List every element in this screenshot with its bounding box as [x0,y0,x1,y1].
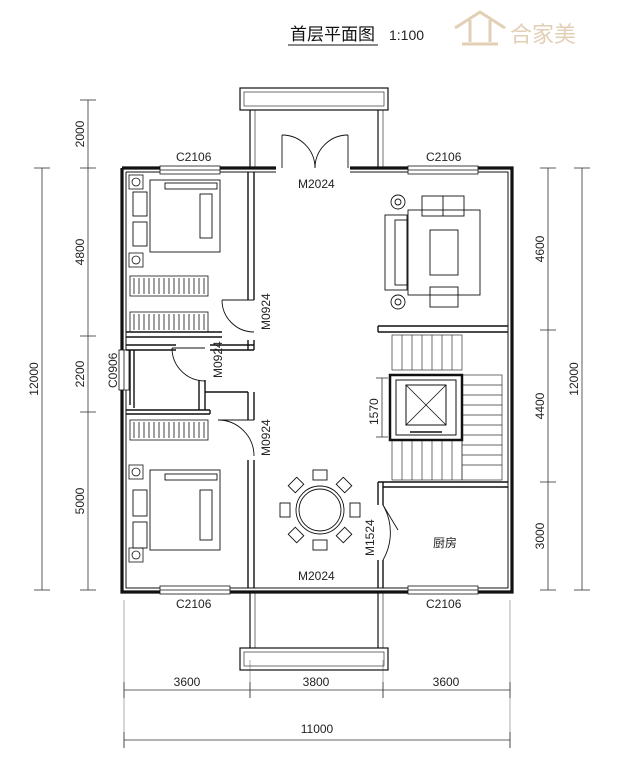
dim-bottom-1: 3600 [174,675,201,689]
door-label-bed2: M0924 [259,419,273,456]
elevator-dimension-label: 1570 [367,398,381,425]
dim-left-total: 12000 [27,362,41,396]
door-label-kitchen: M1524 [363,519,377,556]
doors [171,134,399,593]
dim-left-2: 4800 [73,238,87,265]
dining-table-icon [279,469,361,551]
nightstand-icon [128,174,144,268]
window-label-bottom-left: C2106 [176,597,212,611]
dim-bottom-total: 11000 [301,722,334,736]
door-labels: M2024 M2024 M0924 M0924 M0924 M1524 [211,177,377,583]
dimension-labels: 2000 4800 2200 5000 12000 4600 4400 3000… [27,120,581,736]
staircase [391,334,503,481]
title-block: 首层平面图 1:100 [288,25,424,46]
window-label-side: C0906 [106,352,120,388]
dim-bottom-3: 3600 [433,675,460,689]
house-logo-icon [454,10,506,46]
dim-left-4: 5000 [73,487,87,514]
door-label-bath: M0924 [211,341,225,378]
window-label-top-left: C2106 [176,150,212,164]
door-label-bed1: M0924 [259,293,273,330]
elevator-icon [388,373,464,442]
elevator-dimension [376,377,388,438]
plan-title: 首层平面图 [290,25,375,45]
sofa-set-icon [384,194,481,310]
brand-logo: 合家美 [454,10,576,48]
dim-right-total: 12000 [567,362,581,396]
door-label-front: M2024 [298,177,335,191]
dim-bottom-2: 3800 [303,675,330,689]
dim-left-1: 2000 [73,120,87,147]
door-label-back: M2024 [298,569,335,583]
balconies [239,87,389,671]
nightstand-icon [128,464,144,563]
dim-left-3: 2200 [73,360,87,387]
dim-right-1: 4600 [533,235,547,262]
dim-right-2: 4400 [533,392,547,419]
dimension-lines [34,99,590,748]
wardrobe-icon [129,275,209,333]
wardrobe-icon [129,419,209,441]
bed-icon [132,469,221,551]
window-label-top-right: C2106 [426,150,462,164]
window-labels: C2106 C2106 C2106 C2106 C0906 [106,150,462,611]
bed-icon [132,179,221,253]
brand-name: 合家美 [510,23,576,48]
room-label-kitchen: 厨房 [433,535,457,550]
plan-scale: 1:100 [389,27,424,43]
dim-right-3: 3000 [533,522,547,549]
window-label-bottom-right: C2106 [426,597,462,611]
windows [118,165,479,595]
